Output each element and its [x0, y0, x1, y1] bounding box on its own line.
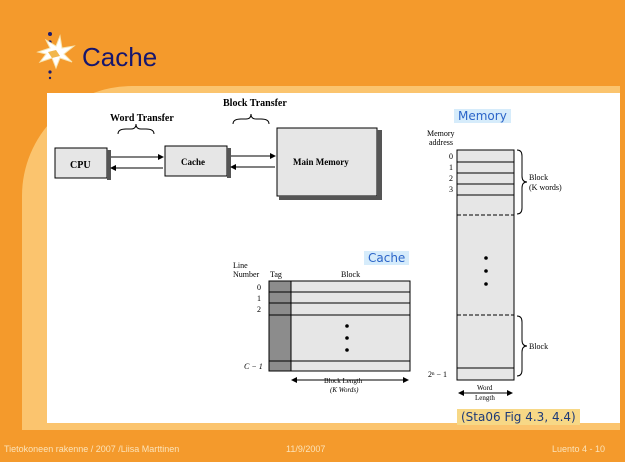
cache-line-0: 0: [257, 283, 261, 292]
main-memory-label: Main Memory: [293, 157, 349, 167]
memory-block-brace-2: [516, 315, 528, 377]
slide-title: Cache: [82, 42, 158, 72]
cache-line-header-1: Line: [233, 261, 248, 270]
cache-length-label-2: (K Words): [330, 386, 359, 394]
memory-last-address: 2ⁿ − 1: [428, 370, 447, 379]
figure-citation: (Sta06 Fig 4.3, 4.4): [457, 409, 580, 425]
cache-tag-column: [268, 280, 292, 372]
cache-last-line: C − 1: [244, 362, 263, 371]
cache-array: [268, 280, 411, 372]
main-memory-box: [276, 127, 378, 197]
word-transfer-label: Word Transfer: [110, 113, 174, 124]
cpu-box: [54, 147, 108, 179]
memory-address-0: 0: [449, 152, 453, 161]
memory-width-label-1: Word: [477, 384, 493, 392]
memory-address-label-2: address: [429, 138, 453, 147]
footer-date: 11/9/2007: [286, 444, 326, 454]
cache-block-header: Block: [341, 270, 360, 279]
cache-line-header-2: Number: [233, 270, 260, 279]
memory-block-label-2: Block: [529, 342, 548, 351]
memory-address-2: 2: [449, 174, 453, 183]
block-transfer-label: Block Transfer: [223, 98, 287, 109]
memory-diagram-title: Memory: [454, 109, 511, 123]
memory-address-3: 3: [449, 185, 453, 194]
university-logo-icon: [36, 32, 76, 80]
cache-line-2: 2: [257, 305, 261, 314]
memory-address-1: 1: [449, 163, 453, 172]
cache-box: [164, 145, 228, 177]
memory-block-sub: (K words): [529, 183, 562, 192]
cache-line-1: 1: [257, 294, 261, 303]
footer-lecture: Luento 4 - 10: [552, 444, 606, 454]
memory-width-label-2: Length: [475, 394, 495, 402]
memory-block-label: Block: [529, 173, 548, 182]
block-transfer-brace: [232, 113, 270, 125]
cpu-label: CPU: [70, 160, 91, 171]
memory-array: [456, 149, 515, 381]
cache-length-label-1: Block Length: [324, 377, 363, 385]
memory-block-brace-1: [516, 149, 528, 215]
cache-label: Cache: [181, 157, 205, 167]
cache-tag-header: Tag: [270, 270, 282, 279]
cache-diagram-title: Cache: [364, 251, 410, 265]
memory-address-label-1: Memory: [427, 129, 455, 138]
footer-course: Tietokoneen rakenne / 2007 /Liisa Martti…: [4, 444, 180, 454]
word-transfer-brace: [117, 123, 155, 135]
